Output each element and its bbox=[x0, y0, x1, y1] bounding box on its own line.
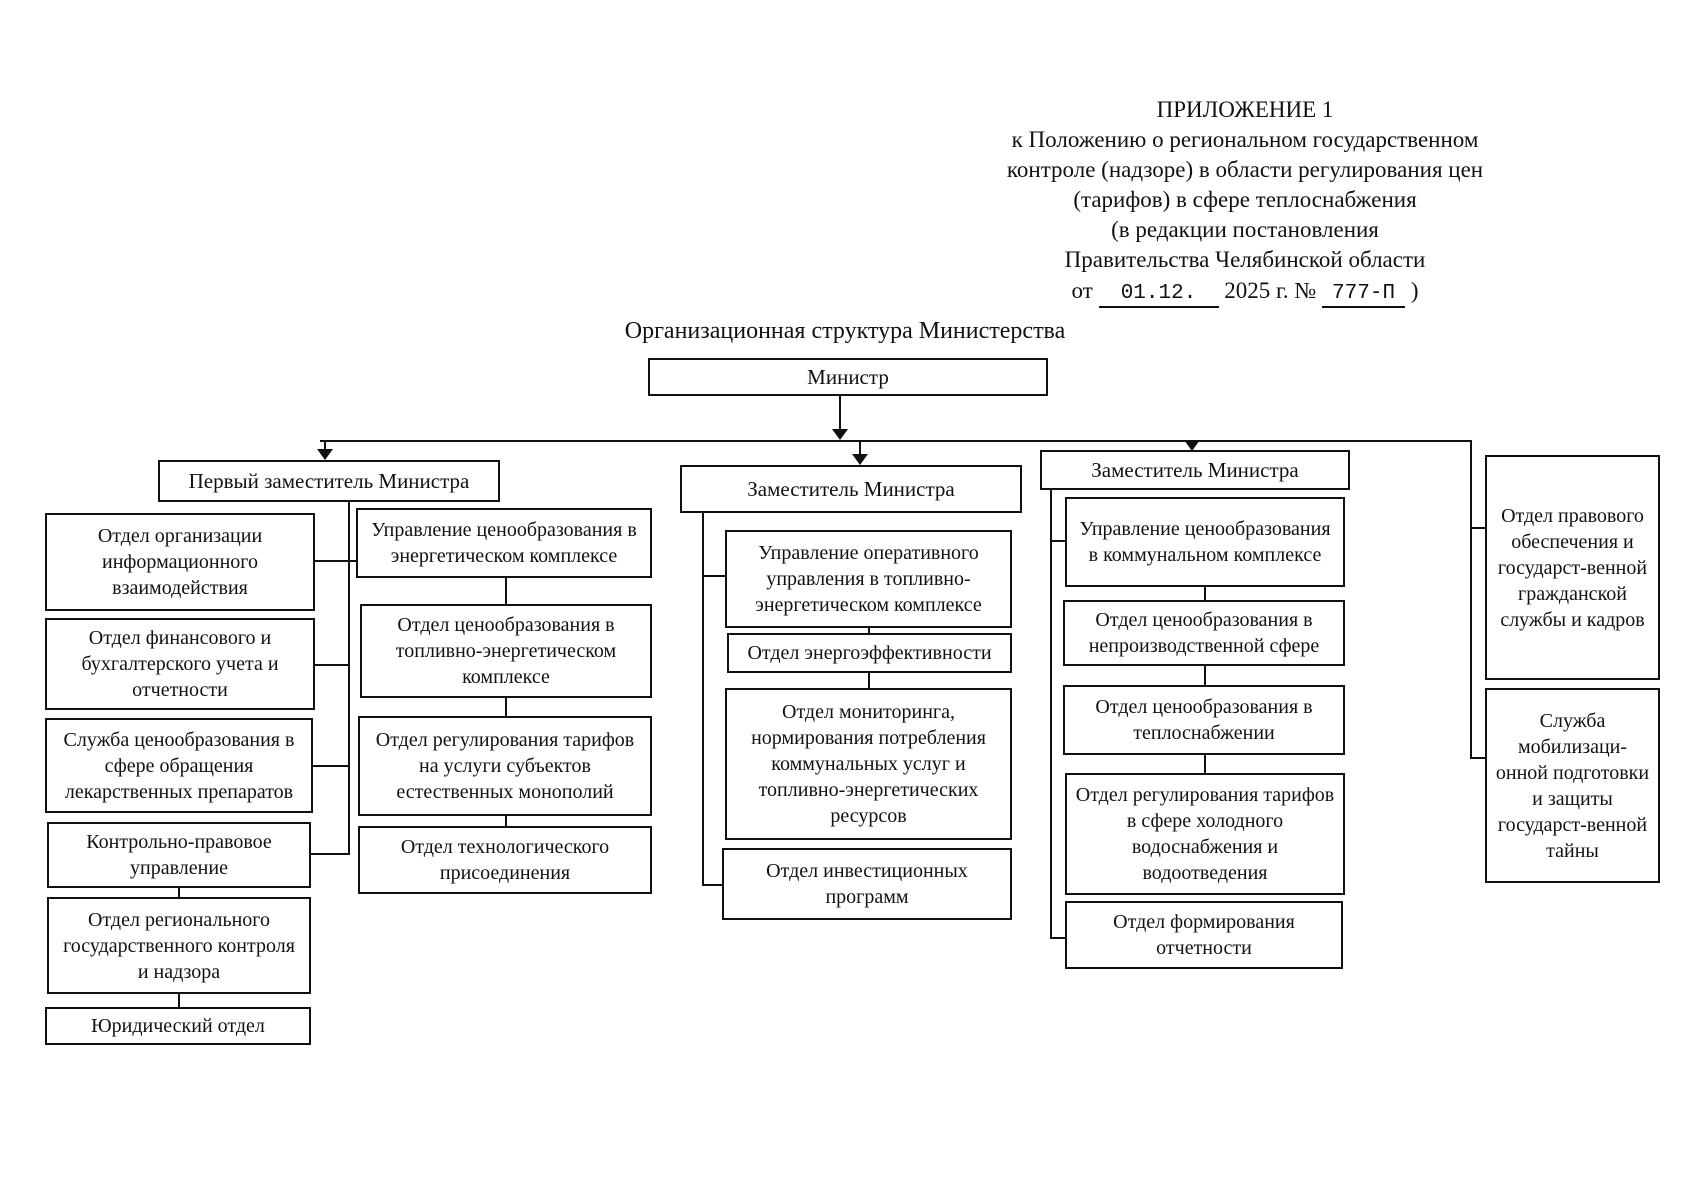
connector-line bbox=[315, 560, 356, 562]
date-prefix: от bbox=[1071, 278, 1093, 303]
appendix-date-line: от 01.12. 2025 г. № 777-П ) bbox=[905, 278, 1585, 308]
date-suffix: ) bbox=[1410, 278, 1419, 303]
org-box-communal-pricing-directorate: Управление ценообразования в коммунально… bbox=[1065, 497, 1345, 587]
chart-title: Организационная структура Министерства bbox=[624, 318, 1066, 344]
connector-line bbox=[311, 853, 348, 855]
connector-line bbox=[178, 888, 180, 897]
org-box-deputy-minister-fuel-energy: Заместитель Министра bbox=[680, 465, 1022, 513]
date-middle: 2025 г. № bbox=[1224, 278, 1317, 303]
connector-line bbox=[1470, 440, 1472, 759]
connector-line bbox=[505, 578, 507, 604]
appendix-line: (тарифов) в сфере теплоснабжения bbox=[1073, 187, 1417, 212]
connector-arrow-down bbox=[1184, 440, 1200, 451]
connector-line bbox=[868, 673, 870, 688]
org-box-dept-technological-connection: Отдел технологического присоединения bbox=[358, 826, 652, 894]
connector-line bbox=[1050, 937, 1065, 939]
connector-line bbox=[1470, 757, 1485, 759]
org-box-dept-reporting: Отдел формирования отчетности bbox=[1065, 901, 1343, 969]
appendix-line: (в редакции постановления bbox=[1111, 217, 1379, 242]
org-box-dept-info-interaction: Отдел организации информационного взаимо… bbox=[45, 513, 315, 611]
org-box-dept-fuel-energy-pricing: Отдел ценообразования в топливно-энергет… bbox=[360, 604, 652, 698]
connector-line bbox=[315, 664, 348, 666]
connector-line bbox=[348, 502, 350, 855]
connector-line bbox=[313, 765, 348, 767]
org-box-first-deputy-minister: Первый заместитель Министра bbox=[158, 460, 500, 502]
org-box-dept-regional-state-control: Отдел регионального государственного кон… bbox=[47, 897, 311, 994]
connector-line bbox=[324, 440, 326, 450]
org-box-service-drug-pricing: Служба ценообразования в сфере обращения… bbox=[45, 718, 313, 813]
org-box-dept-investment-programs: Отдел инвестиционных программ bbox=[722, 848, 1012, 920]
org-box-control-legal-directorate: Контрольно-правовое управление bbox=[47, 822, 311, 888]
connector-line bbox=[702, 575, 725, 577]
connector-line bbox=[505, 816, 507, 826]
org-box-dept-monitoring-norming: Отдел мониторинга, нормирования потребле… bbox=[725, 688, 1012, 840]
org-box-dept-nonproduction-pricing: Отдел ценообразования в непроизводственн… bbox=[1063, 600, 1345, 666]
connector-line bbox=[702, 513, 704, 886]
org-box-dept-natural-monopoly-tariffs: Отдел регулирования тарифов на услуги су… bbox=[358, 716, 652, 816]
connector-line bbox=[1050, 540, 1065, 542]
document-number-value: 777-П bbox=[1322, 282, 1406, 308]
org-box-mobilization-service: Служба мобилизаци-​онной подготовки и за… bbox=[1485, 688, 1660, 883]
appendix-line: ПРИЛОЖЕНИЕ 1 bbox=[1156, 97, 1334, 122]
connector-line bbox=[178, 994, 180, 1007]
connector-arrow-down bbox=[852, 454, 868, 465]
appendix-line: Правительства Челябинской области bbox=[1064, 247, 1426, 272]
connector-line bbox=[1204, 755, 1206, 773]
appendix-line: к Положению о региональном государственн… bbox=[1011, 127, 1479, 152]
org-box-dept-heat-supply-pricing: Отдел ценообразования в теплоснабжении bbox=[1063, 685, 1345, 755]
org-box-energy-pricing-directorate: Управление ценообразования в энергетичес… bbox=[356, 508, 652, 578]
org-box-dept-water-tariffs: Отдел регулирования тарифов в сфере холо… bbox=[1065, 773, 1345, 895]
appendix-header: ПРИЛОЖЕНИЕ 1 к Положению о региональном … bbox=[905, 95, 1585, 275]
org-box-legal-dept: Юридический отдел bbox=[45, 1007, 311, 1045]
connector-line bbox=[505, 698, 507, 716]
org-box-deputy-minister-communal: Заместитель Министра bbox=[1040, 450, 1350, 490]
connector-line bbox=[859, 440, 861, 455]
connector-arrow-down bbox=[317, 449, 333, 460]
connector-line bbox=[839, 396, 841, 430]
connector-line bbox=[1050, 490, 1052, 939]
org-box-dept-legal-support-civil-service: Отдел правового обеспечения и государст­… bbox=[1485, 455, 1660, 680]
connector-line bbox=[1204, 587, 1206, 600]
connector-line bbox=[868, 628, 870, 633]
org-box-minister: Министр bbox=[648, 358, 1048, 396]
connector-line bbox=[1204, 666, 1206, 685]
appendix-line: контроле (надзоре) в области регулирован… bbox=[1006, 157, 1484, 182]
connector-arrow-down bbox=[832, 429, 848, 440]
connector-line bbox=[1470, 527, 1485, 529]
org-box-dept-energy-efficiency: Отдел энергоэффективности bbox=[727, 633, 1012, 673]
connector-line bbox=[320, 440, 1472, 442]
org-box-dept-finance-accounting: Отдел финансового и бухгалтерского учета… bbox=[45, 618, 315, 710]
org-box-operational-mgmt-directorate: Управление оперативного управления в топ… bbox=[725, 530, 1012, 628]
date-blank-value: 01.12. bbox=[1098, 282, 1219, 308]
connector-line bbox=[702, 884, 722, 886]
